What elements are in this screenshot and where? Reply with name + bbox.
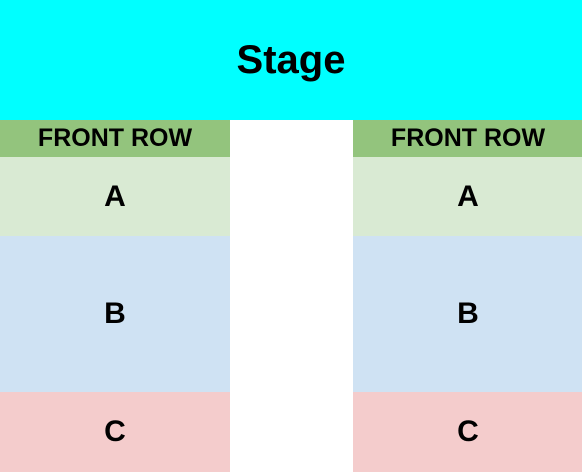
front-row-left: FRONT ROW bbox=[0, 120, 230, 157]
row-a-left: A bbox=[0, 157, 230, 236]
stage: Stage bbox=[0, 0, 582, 120]
front-row-label: FRONT ROW bbox=[37, 124, 193, 152]
center-aisle bbox=[230, 120, 353, 472]
row-label: A bbox=[457, 179, 479, 213]
front-row-right: FRONT ROW bbox=[353, 120, 582, 157]
row-label: A bbox=[104, 179, 126, 213]
row-label: B bbox=[457, 297, 479, 330]
row-b-right: B bbox=[353, 236, 582, 392]
row-c-right: C bbox=[353, 392, 582, 472]
row-a-right: A bbox=[353, 157, 582, 236]
row-label: C bbox=[104, 415, 126, 448]
row-c-left: C bbox=[0, 392, 230, 472]
seating-section-left: FRONT ROW A B C bbox=[0, 120, 230, 472]
row-label: B bbox=[104, 297, 126, 330]
stage-label: Stage bbox=[236, 37, 346, 82]
row-b-left: B bbox=[0, 236, 230, 392]
row-label: C bbox=[457, 415, 479, 448]
front-row-label: FRONT ROW bbox=[390, 124, 546, 152]
seating-section-right: FRONT ROW A B C bbox=[353, 120, 582, 472]
